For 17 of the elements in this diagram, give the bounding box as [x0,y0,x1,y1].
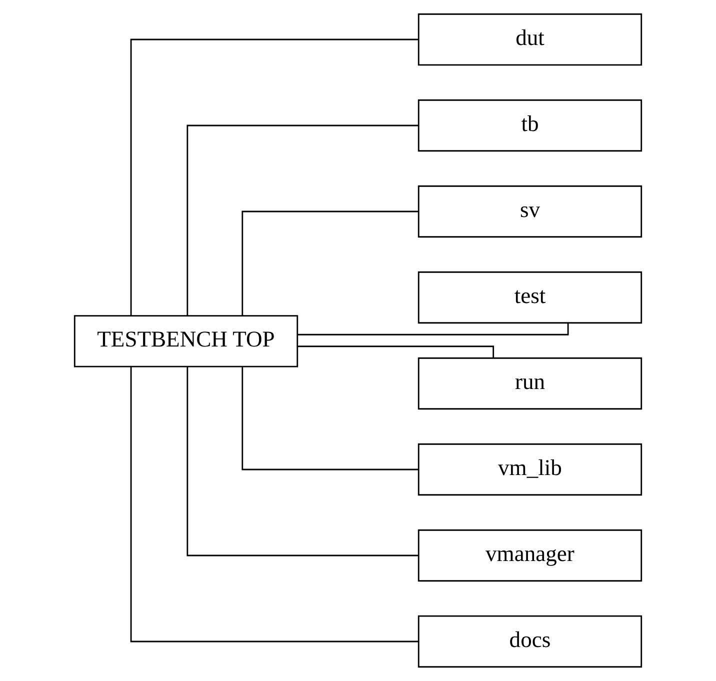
connector [242,367,418,470]
node-box: tb [418,99,642,152]
node-box: dut [418,13,642,66]
node-box: test [418,271,642,324]
connector [130,366,418,642]
connector [186,366,418,556]
node-box: docs [418,615,642,668]
node-box: sv [418,185,642,238]
node-box: TESTBENCH TOP [74,315,298,368]
connector [186,124,418,316]
node-box: vmanager [418,529,642,582]
node-box: vm_lib [418,443,642,496]
connector [130,38,418,316]
connector [297,346,494,358]
node-box: run [418,357,642,410]
connector [298,322,569,336]
connector [242,210,418,316]
